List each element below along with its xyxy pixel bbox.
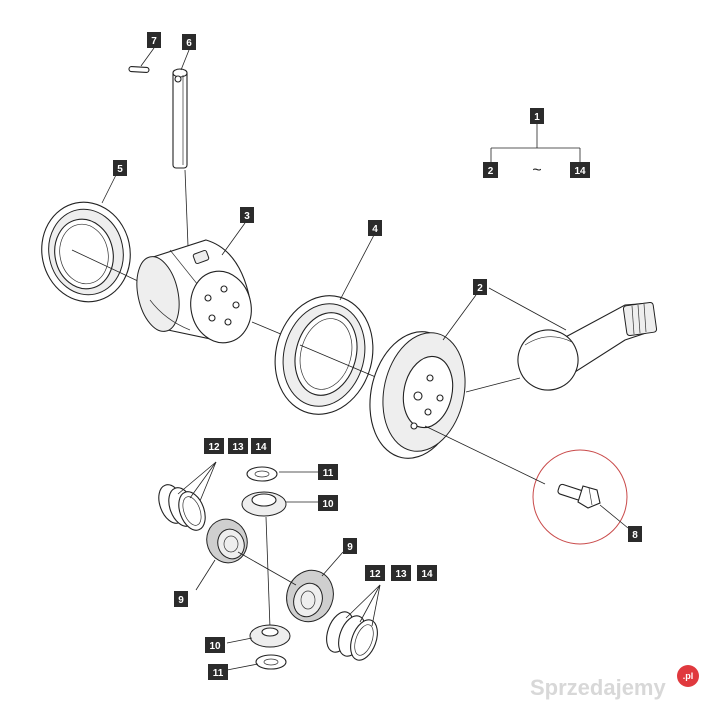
callout-9-left: 9 xyxy=(178,595,184,606)
spring-washer-stack-left xyxy=(158,484,206,531)
callout-9-right: 9 xyxy=(347,542,353,553)
watermark-badge xyxy=(677,665,699,687)
range-tilde: ~ xyxy=(532,162,541,179)
watermark-suffix: .pl xyxy=(683,671,694,681)
washer-part-11-top xyxy=(246,466,278,482)
callout-6: 6 xyxy=(186,38,192,49)
pin-part-7 xyxy=(128,66,150,73)
callout-12-left: 12 xyxy=(208,442,220,453)
differential-case-part-3 xyxy=(136,239,252,344)
callout-10-top: 10 xyxy=(322,499,334,510)
callout-2: 2 xyxy=(477,283,483,294)
callout-2-range-start: 2 xyxy=(488,166,494,177)
callout-11-bottom: 11 xyxy=(213,668,224,679)
callout-13-left: 13 xyxy=(232,442,244,453)
ring-gear-bolt-part-8 xyxy=(532,449,628,545)
highlight-circle xyxy=(532,449,628,545)
ring-gear-part-2 xyxy=(369,331,466,459)
callout-1: 1 xyxy=(534,112,540,123)
bearing-part-5 xyxy=(41,201,131,303)
callout-12-right: 12 xyxy=(369,569,381,580)
callout-4: 4 xyxy=(372,224,378,235)
pinion-shaft-part-6 xyxy=(172,68,188,169)
callout-14-right: 14 xyxy=(421,569,433,580)
callout-8: 8 xyxy=(632,530,638,541)
callout-5: 5 xyxy=(117,164,123,175)
drive-pinion-part-2 xyxy=(517,301,658,391)
callout-3: 3 xyxy=(244,211,250,222)
callout-14-left: 14 xyxy=(255,442,267,453)
callout-7: 7 xyxy=(151,36,157,47)
pinion-gear-part-10-bottom xyxy=(249,624,291,648)
side-gear-part-9-left xyxy=(206,518,248,564)
callout-11-top: 11 xyxy=(323,468,334,479)
assembly-range-callout: 1 2 14 ~ xyxy=(483,108,590,179)
callout-labels: 7 6 5 3 4 2 8 12 13 14 11 10 9 9 12 13 1… xyxy=(113,32,642,680)
callout-10-bottom: 10 xyxy=(209,641,221,652)
washer-part-11-bottom xyxy=(255,654,287,670)
pinion-gear-part-10-top xyxy=(241,491,287,517)
spring-washer-stack-right xyxy=(326,611,378,661)
callout-13-right: 13 xyxy=(395,569,407,580)
side-gear-part-9-right xyxy=(286,569,334,623)
callout-14-range-end: 14 xyxy=(574,166,586,177)
watermark-text: Sprzedajemy xyxy=(530,675,666,700)
watermark: Sprzedajemy .pl xyxy=(530,665,699,700)
